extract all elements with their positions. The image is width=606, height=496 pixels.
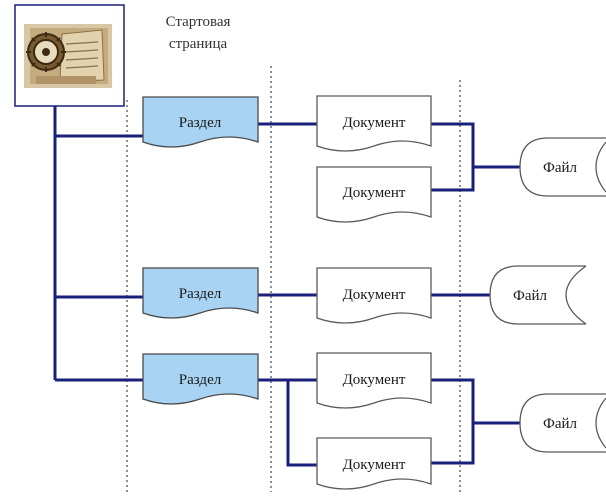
document-label: Документ [343,287,406,303]
file-shape [519,137,606,197]
document-node-3-1: Документ [316,352,432,409]
start-page [14,4,125,107]
document-shape [316,95,432,152]
section-label: Раздел [179,372,222,388]
file-shape-curve [595,397,606,449]
section-shape [142,267,259,319]
file-label: Файл [513,288,548,304]
section-shape [142,353,259,405]
document-node-1-1: Документ [316,95,432,152]
start-page-label-line2: страница [169,36,228,52]
section-node-1: Раздел [142,96,259,148]
connector-d1-merge [431,122,475,192]
document-label: Документ [343,372,406,388]
file-shape [519,393,606,453]
document-label: Документ [343,457,406,473]
document-label: Документ [343,115,406,131]
connector-s3-docs [258,378,317,467]
file-node-3: Файл [519,393,606,453]
connector-d3-merge [431,378,475,465]
document-node-1-2: Документ [316,166,432,223]
start-page-label-line1: Стартовая [166,14,231,30]
section-label: Раздел [179,286,222,302]
document-shape [316,267,432,324]
start-page-picture [24,24,112,88]
document-shape [316,166,432,223]
document-shape [316,352,432,409]
file-node-2: Файл [489,265,587,325]
document-node-3-2: Документ [316,437,432,490]
file-shape-curve [565,265,587,325]
section-shape [142,96,259,148]
section-node-3: Раздел [142,353,259,405]
file-label: Файл [543,160,578,176]
document-label: Документ [343,185,406,201]
file-node-1: Файл [519,137,606,197]
section-label: Раздел [179,115,222,131]
file-shape [489,265,586,325]
file-shape-curve [595,141,606,193]
file-label: Файл [543,416,578,432]
connectors [53,106,520,467]
section-node-2: Раздел [142,267,259,319]
document-node-2-1: Документ [316,267,432,324]
document-shape [316,437,432,490]
